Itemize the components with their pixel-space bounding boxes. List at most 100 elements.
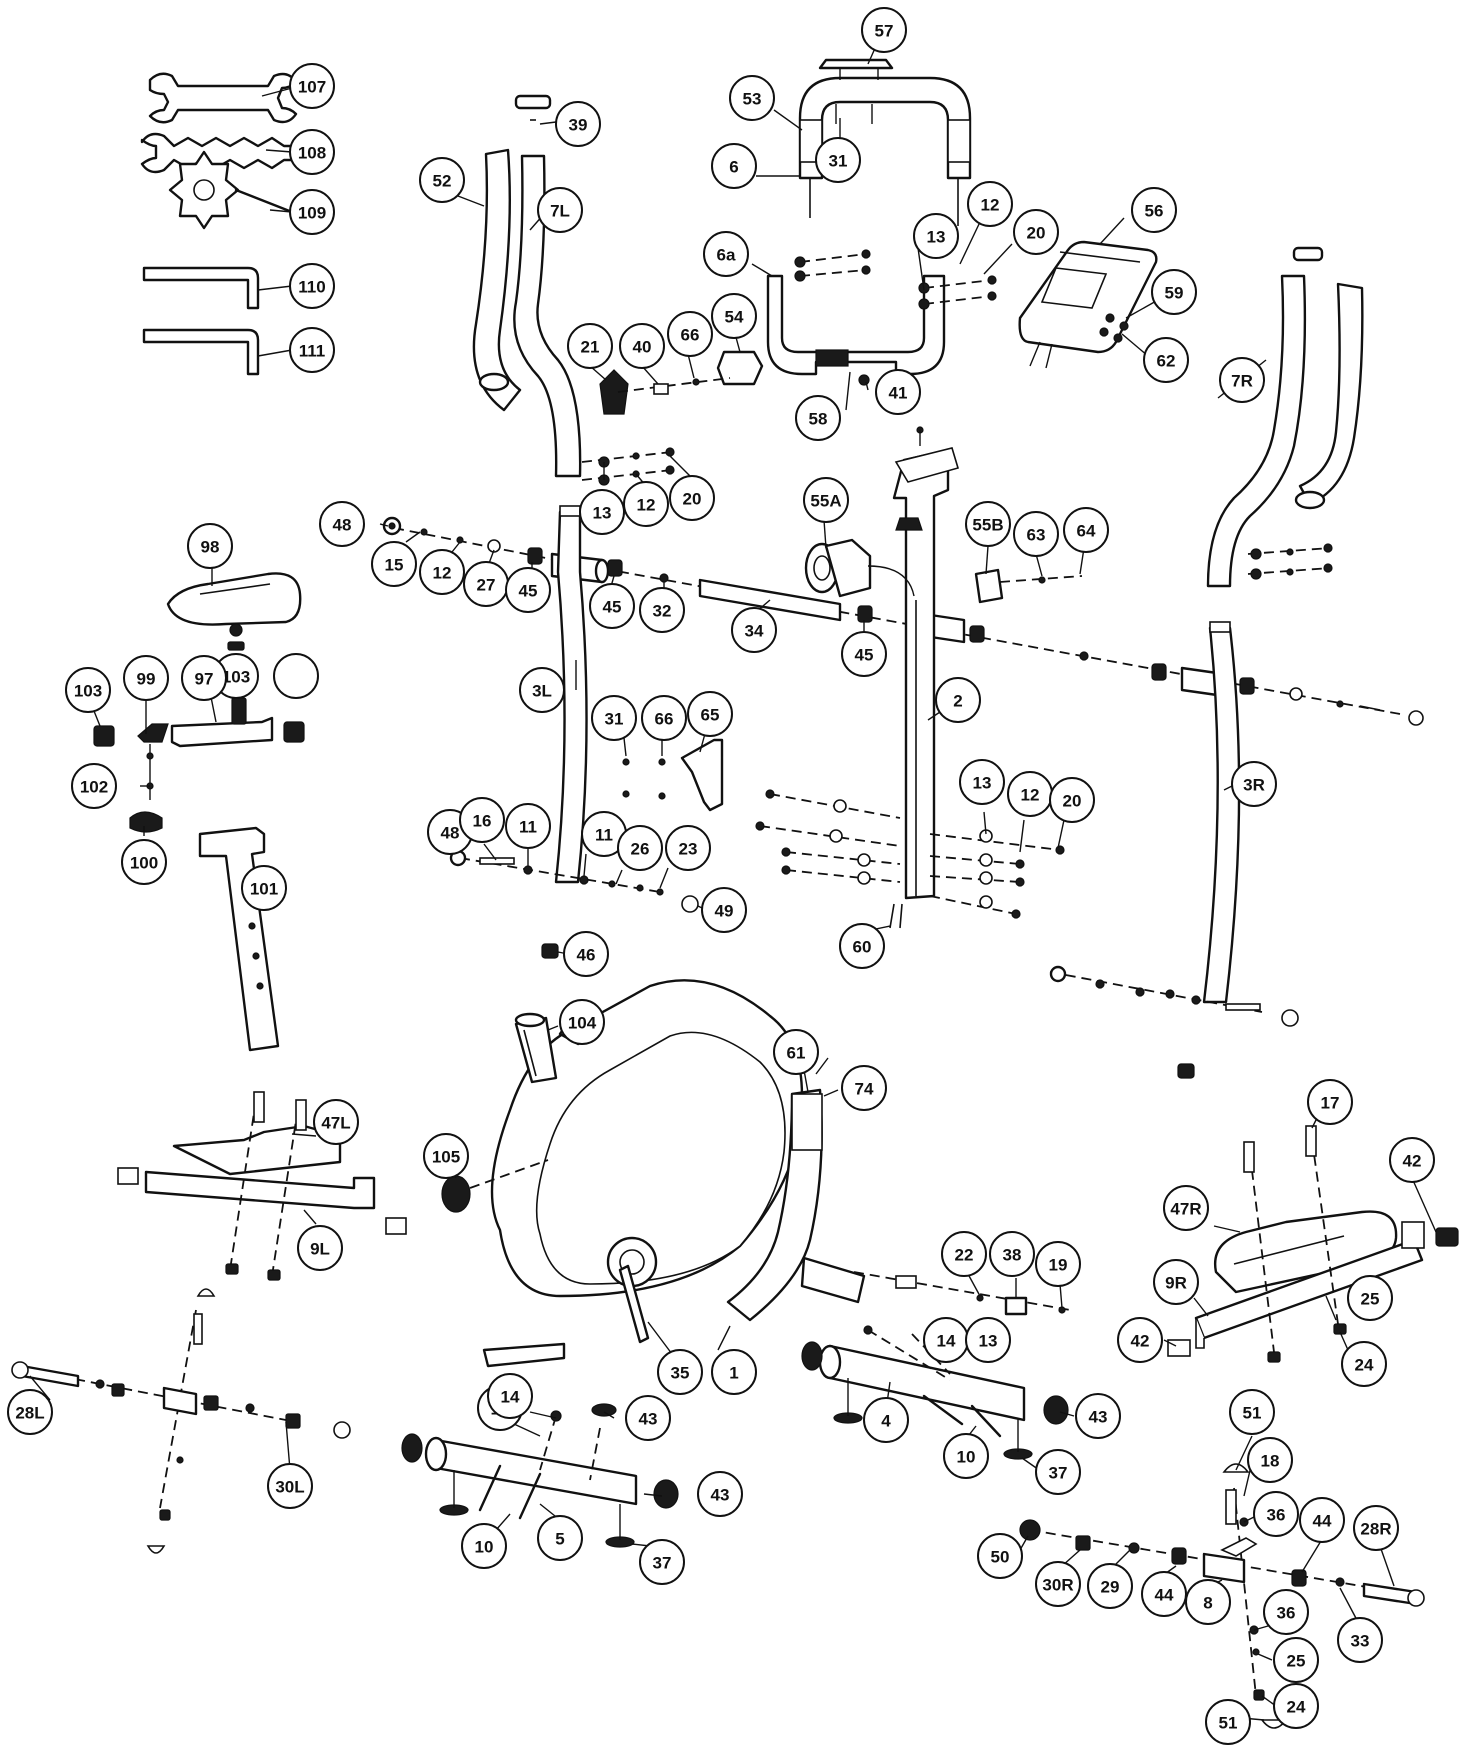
callout-circle (687, 691, 733, 737)
callout-part-65: 65 (687, 691, 733, 737)
callout-part-74: 74 (841, 1065, 887, 1111)
callout-part-44: 44 (1141, 1571, 1187, 1617)
callout-part-35: 35 (657, 1349, 703, 1395)
callout-circle (1253, 1491, 1299, 1537)
callout-part-12: 12 (419, 549, 465, 595)
callout-circle (711, 293, 757, 339)
callout-part-66: 66 (667, 311, 713, 357)
callout-label: 12 (637, 496, 656, 515)
callout-part-3R: 3R (1231, 761, 1277, 807)
callout-circle (641, 695, 687, 741)
callout-label: 6a (717, 246, 736, 265)
callout-label: 99 (137, 670, 156, 689)
callout-circle (1219, 357, 1265, 403)
right-arm-bolts (1247, 543, 1333, 580)
callout-label: 64 (1077, 522, 1096, 541)
callout-label: 24 (1287, 1698, 1306, 1717)
callout-part-102: 102 (71, 763, 117, 809)
callout-part-43: 43 (1075, 1393, 1121, 1439)
callout-circle (1035, 1561, 1081, 1607)
callout-circle (1141, 1571, 1187, 1617)
callout-part-20: 20 (669, 475, 715, 521)
callout-part-24: 24 (1341, 1341, 1387, 1387)
callout-part-23: 23 (665, 825, 711, 871)
callout-label: 3L (532, 682, 552, 701)
callout-part-19: 19 (1035, 1241, 1081, 1287)
callout-label: 16 (473, 812, 492, 831)
star-wrench-109 (168, 150, 294, 230)
callout-label: 28L (15, 1404, 44, 1423)
callout-part-5: 5 (537, 1515, 583, 1561)
callout-circle (711, 143, 757, 189)
callout-part-11: 11 (505, 803, 551, 849)
callout-circle (289, 63, 335, 109)
callout-part-7R: 7R (1219, 357, 1265, 403)
handlebar-bracket-54 (716, 350, 764, 386)
callout-circle (1307, 1079, 1353, 1125)
callout-label: 63 (1027, 526, 1046, 545)
callout-part-39: 39 (555, 101, 601, 147)
bracket-65 (622, 738, 724, 812)
callout-circle (1389, 1137, 1435, 1183)
callout-part-45: 45 (505, 567, 551, 613)
left-crank-axle (11, 1288, 351, 1554)
callout-part-45: 45 (589, 583, 635, 629)
callout-circle (669, 475, 715, 521)
callout-label: 22 (955, 1246, 974, 1265)
callout-label: 24 (1355, 1356, 1374, 1375)
callout-circle (1185, 1579, 1231, 1625)
callout-circle (289, 129, 335, 175)
callout-part-42: 42 (1389, 1137, 1435, 1183)
callout-label: 20 (1027, 224, 1046, 243)
callout-circle (839, 923, 885, 969)
callout-label: 102 (80, 778, 108, 797)
callout-label: 44 (1155, 1586, 1174, 1605)
callout-circle (289, 327, 335, 373)
callout-label: 10 (475, 1538, 494, 1557)
callout-part-48: 48 (427, 809, 473, 855)
callout-part-51: 51 (1229, 1389, 1275, 1435)
callout-circle (1013, 511, 1059, 557)
callout-part-98: 98 (187, 523, 233, 569)
callout-circle (841, 631, 887, 677)
callout-label: 32 (653, 602, 672, 621)
callout-part-14: 14 (487, 1373, 533, 1419)
callout-part-28L: 28L (7, 1389, 53, 1435)
callout-part-97: 97 (181, 655, 227, 701)
callout-circle (559, 999, 605, 1045)
callout-part-50: 50 (977, 1533, 1023, 1579)
callout-label: 47L (321, 1114, 350, 1133)
callout-circle (875, 369, 921, 415)
callout-label: 41 (889, 384, 908, 403)
callout-circle (1341, 1341, 1387, 1387)
right-lower-arm-3R (1049, 621, 1299, 1079)
right-upper-arm (1206, 246, 1364, 588)
callout-circle (959, 759, 1005, 805)
callout-label: 74 (855, 1080, 874, 1099)
callout-label: 100 (130, 854, 158, 873)
front-stabiliser-5 (401, 1403, 679, 1548)
callout-part-9L: 9L (297, 1225, 343, 1271)
callout-part-48: 48 (319, 501, 365, 547)
callout-part-12: 12 (623, 481, 669, 527)
callout-part-25: 25 (1273, 1637, 1319, 1683)
callout-label: 44 (1313, 1512, 1332, 1531)
callout-label: 11 (519, 818, 537, 837)
callout-label: 43 (711, 1486, 730, 1505)
seat-assembly (93, 572, 305, 1052)
callout-part-9R: 9R (1153, 1259, 1199, 1305)
callout-label: 60 (853, 938, 872, 957)
callout-circle (289, 189, 335, 235)
callout-part-61: 61 (773, 1029, 819, 1075)
callout-part-8: 8 (1185, 1579, 1231, 1625)
callout-label: 26 (631, 840, 650, 859)
callout-part-107: 107 (289, 63, 335, 109)
callout-part-103: 103 (65, 667, 111, 713)
callout-circle (1229, 1389, 1275, 1435)
main-frame-1 (482, 979, 866, 1368)
callout-label: 18 (1261, 1452, 1280, 1471)
callout-label: 110 (298, 278, 325, 297)
callout-circle (297, 1225, 343, 1271)
callout-label: 13 (973, 774, 992, 793)
callout-label: 19 (1049, 1256, 1068, 1275)
